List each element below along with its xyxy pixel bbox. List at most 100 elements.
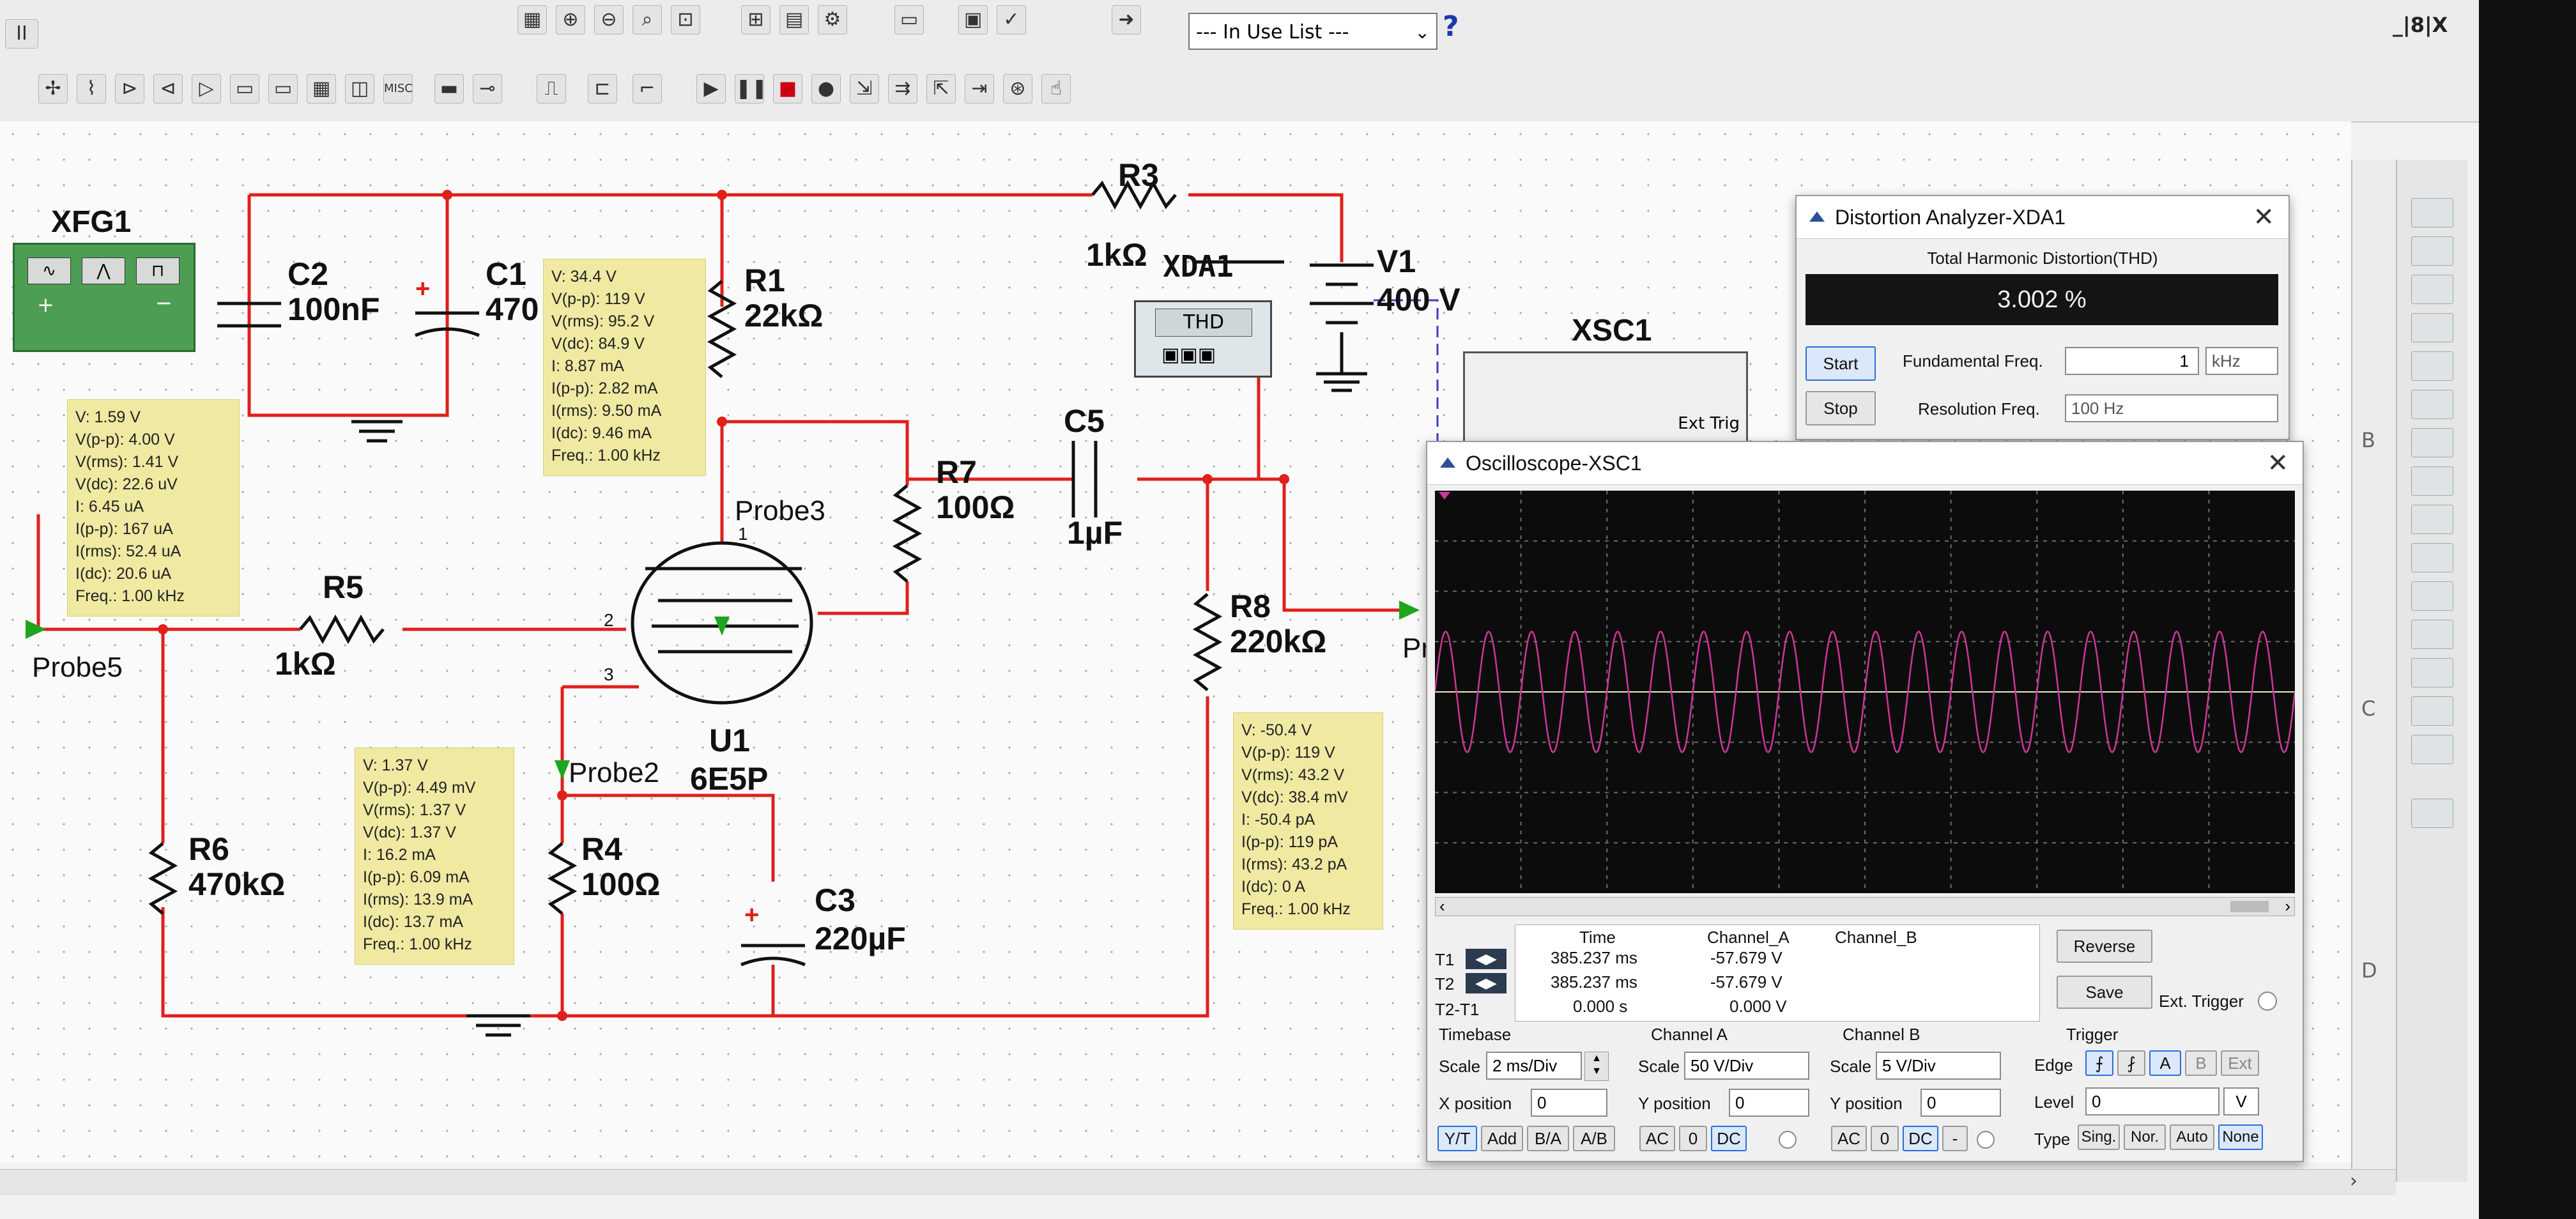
t1-arrows-icon[interactable]: ◀▶ <box>1466 949 1506 969</box>
connector-icon[interactable]: ⊏ <box>588 74 617 103</box>
resolution-select[interactable]: 100 Hz <box>2065 394 2278 422</box>
channel-b-radio[interactable] <box>1977 1131 1995 1149</box>
canvas-hscrollbar[interactable]: › <box>0 1169 2396 1195</box>
type-single-button[interactable]: Sing. <box>2078 1124 2120 1150</box>
channel-a-dc-button[interactable]: DC <box>1711 1126 1747 1151</box>
rising-edge-icon[interactable]: ⨍ <box>2085 1050 2113 1076</box>
channel-b-invert-button[interactable]: - <box>1942 1126 1968 1151</box>
logic-analyzer-icon[interactable] <box>2411 543 2453 572</box>
word-generator-icon[interactable] <box>2411 466 2453 496</box>
probe-tool-icon[interactable]: ☝ <box>1041 74 1071 103</box>
zoom-in-icon[interactable]: ⊕ <box>556 5 585 34</box>
chevron-right-icon[interactable]: › <box>2350 1170 2358 1192</box>
stop-button[interactable]: Stop <box>1805 391 1876 425</box>
zoom-fit-icon[interactable]: ⊡ <box>671 5 700 34</box>
step-into-icon[interactable]: ⇲ <box>850 74 879 103</box>
run-cursor-icon[interactable]: ⇥ <box>965 74 994 103</box>
bode-plotter-icon[interactable] <box>2411 390 2453 419</box>
step-out-icon[interactable]: ⇱ <box>926 74 956 103</box>
thd-instrument[interactable]: THD ▣▣▣ <box>1134 300 1272 378</box>
wattmeter-icon[interactable] <box>2411 275 2453 304</box>
scope-scrollbar[interactable]: ‹ › <box>1435 896 2295 916</box>
step-over-icon[interactable]: ⇉ <box>888 74 917 103</box>
start-button[interactable]: Start <box>1805 346 1876 381</box>
chevron-right-icon[interactable]: › <box>2285 896 2290 916</box>
mcu-icon[interactable]: ▦ <box>307 74 336 103</box>
source-icon[interactable]: ✢ <box>38 74 68 103</box>
analog-icon[interactable]: ▷ <box>192 74 221 103</box>
multimeter-icon[interactable] <box>2411 198 2453 227</box>
erc-icon[interactable]: ✓ <box>997 5 1026 34</box>
falling-edge-icon[interactable]: ⨏ <box>2117 1050 2145 1076</box>
grapher-icon[interactable]: ▭ <box>894 5 924 34</box>
ext-trigger-radio[interactable] <box>2258 992 2277 1011</box>
yt-button[interactable]: Y/T <box>1438 1126 1477 1151</box>
fundamental-unit[interactable]: kHz <box>2205 347 2278 375</box>
level-input[interactable]: 0 <box>2085 1087 2220 1116</box>
x-position-input[interactable]: 0 <box>1531 1089 1607 1117</box>
channel-a-ac-button[interactable]: AC <box>1639 1126 1675 1151</box>
save-button[interactable]: Save <box>2057 976 2152 1009</box>
back-annotate-icon[interactable]: ➜ <box>1112 5 1141 34</box>
iv-analyzer-icon[interactable] <box>2411 581 2453 611</box>
diode-icon[interactable]: ⊳ <box>115 74 144 103</box>
channel-a-radio[interactable] <box>1779 1131 1797 1149</box>
breakpoint-icon[interactable]: ● <box>811 74 841 103</box>
add-button[interactable]: Add <box>1481 1126 1523 1151</box>
close-icon[interactable]: ✕ <box>2267 449 2288 477</box>
current-probe-icon[interactable] <box>2411 799 2453 828</box>
scroll-thumb[interactable] <box>2230 901 2269 912</box>
spreadsheet-icon[interactable]: ▤ <box>779 5 809 34</box>
database-icon[interactable]: ⚙ <box>818 5 847 34</box>
channel-b-zero-button[interactable]: 0 <box>1871 1126 1899 1151</box>
scope-screen[interactable] <box>1435 491 2295 893</box>
trigger-a-button[interactable]: A <box>2149 1050 2181 1076</box>
channel-a-ypos-input[interactable]: 0 <box>1729 1089 1809 1117</box>
timebase-scale-input[interactable]: 2 ms/Div <box>1486 1052 1582 1080</box>
stop-icon[interactable]: ■ <box>773 74 802 103</box>
agilent-icon[interactable] <box>2411 735 2453 764</box>
type-auto-button[interactable]: Auto <box>2170 1124 2214 1150</box>
zoom-out-icon[interactable]: ⊖ <box>594 5 624 34</box>
type-normal-button[interactable]: Nor. <box>2124 1124 2166 1150</box>
channel-b-ypos-input[interactable]: 0 <box>1920 1089 2001 1117</box>
t2-arrows-icon[interactable]: ◀▶ <box>1466 973 1506 993</box>
network-analyzer-icon[interactable] <box>2411 696 2453 726</box>
scope-instrument[interactable]: Ext Trig <box>1463 351 1748 451</box>
cmos-icon[interactable]: ▭ <box>268 74 298 103</box>
transistor-icon[interactable]: ⊲ <box>153 74 183 103</box>
zoom-area-icon[interactable]: ⌕ <box>632 5 662 34</box>
tab-button[interactable]: II <box>5 19 38 49</box>
channel-b-ac-button[interactable]: AC <box>1831 1126 1867 1151</box>
oscilloscope-title-bar[interactable]: Oscilloscope-XSC1 ✕ <box>1427 442 2303 485</box>
ttl-icon[interactable]: ▭ <box>230 74 259 103</box>
postprocessor-icon[interactable]: ▣ <box>958 5 988 34</box>
function-generator-icon[interactable] <box>2411 236 2453 266</box>
run-icon[interactable]: ▶ <box>696 74 726 103</box>
timebase-spinner-icon[interactable]: ▲▼ <box>1584 1052 1609 1081</box>
basic-icon[interactable]: ⌇ <box>77 74 106 103</box>
function-generator[interactable]: ∿ ⋀ ⊓ + − <box>13 243 195 352</box>
four-channel-scope-icon[interactable] <box>2411 351 2453 381</box>
trigger-b-button[interactable]: B <box>2185 1050 2217 1076</box>
fundamental-input[interactable]: 1 <box>2065 347 2199 375</box>
reverse-button[interactable]: Reverse <box>2057 930 2152 963</box>
logic-converter-icon[interactable] <box>2411 505 2453 534</box>
pause-icon[interactable]: ❚❚ <box>735 74 767 103</box>
power-icon[interactable]: ▬ <box>434 74 464 103</box>
level-unit[interactable]: V <box>2223 1087 2259 1116</box>
rf-icon[interactable]: ⊸ <box>473 74 502 103</box>
bus-icon[interactable]: ⎍ <box>537 74 566 103</box>
distortion-analyzer-icon[interactable] <box>2411 620 2453 649</box>
distortion-analyzer-window[interactable]: Distortion Analyzer-XDA1 ✕ Total Harmoni… <box>1795 195 2290 440</box>
component-icon[interactable]: ▦ <box>518 5 547 34</box>
indicator-icon[interactable]: MISC <box>383 74 413 103</box>
close-icon[interactable]: ✕ <box>2253 203 2274 231</box>
frequency-counter-icon[interactable] <box>2411 428 2453 457</box>
distortion-title-bar[interactable]: Distortion Analyzer-XDA1 ✕ <box>1797 196 2288 239</box>
channel-b-scale-input[interactable]: 5 V/Div <box>1876 1052 2001 1080</box>
help-button[interactable]: ? <box>1443 10 1459 43</box>
toggle-breakpoint-icon[interactable]: ⊛ <box>1003 74 1032 103</box>
channel-b-dc-button[interactable]: DC <box>1903 1126 1938 1151</box>
in-use-list-select[interactable]: --- In Use List ---⌄ <box>1188 13 1438 50</box>
